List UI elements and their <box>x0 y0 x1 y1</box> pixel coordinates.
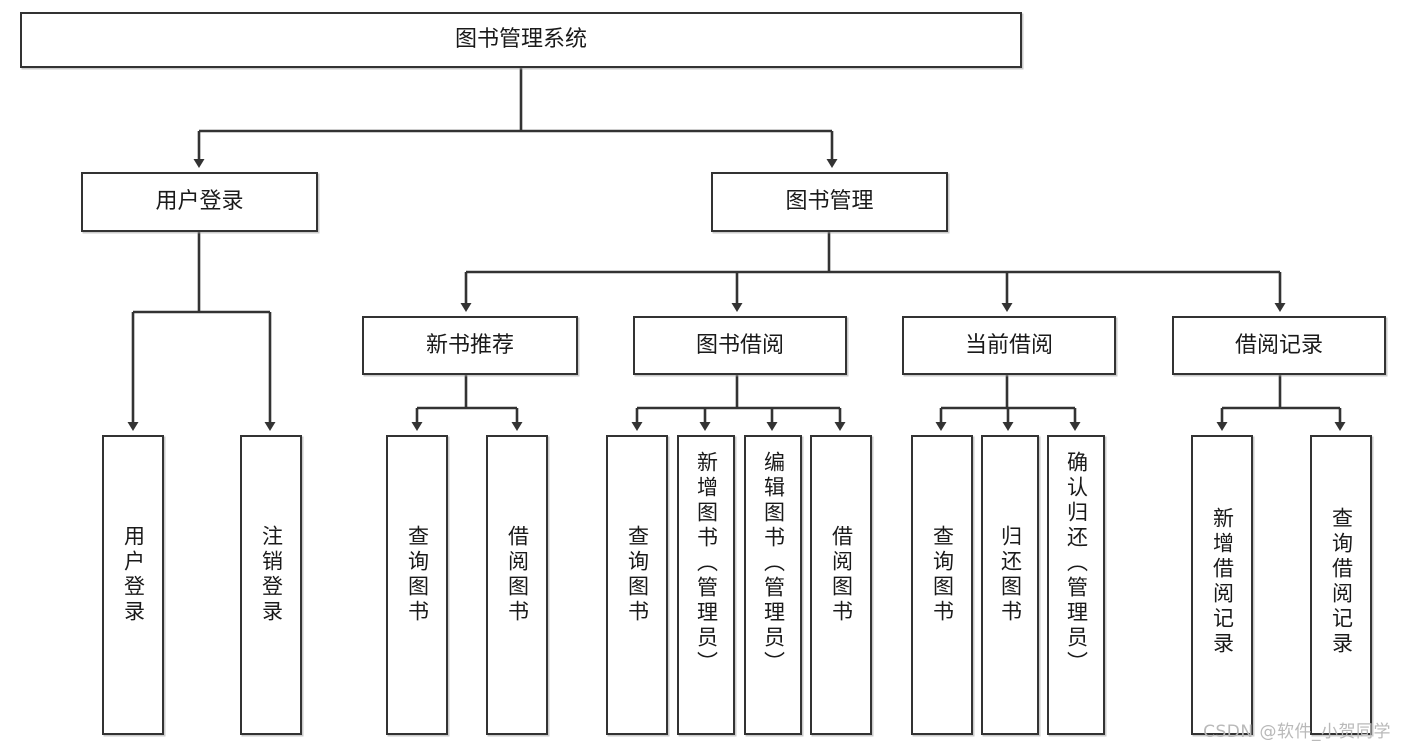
node-leaf-query-book-3-label: 查询图书 <box>930 525 955 625</box>
node-user-login[interactable]: 用户登录 <box>81 172 318 232</box>
node-leaf-logout-login[interactable]: 注销登录 <box>240 435 302 735</box>
node-leaf-query-record-label: 查询借阅记录 <box>1329 507 1354 657</box>
node-leaf-return-book-label: 归还图书 <box>998 525 1023 625</box>
node-root[interactable]: 图书管理系统 <box>20 12 1022 68</box>
node-current-borrow[interactable]: 当前借阅 <box>902 316 1116 375</box>
node-leaf-query-book-3[interactable]: 查询图书 <box>911 435 973 735</box>
node-leaf-borrow-book-1[interactable]: 借阅图书 <box>486 435 548 735</box>
node-book-borrow[interactable]: 图书借阅 <box>633 316 847 375</box>
node-root-label: 图书管理系统 <box>454 27 587 53</box>
node-leaf-add-record-label: 新增借阅记录 <box>1210 507 1235 657</box>
node-leaf-user-login-label: 用户登录 <box>121 525 146 625</box>
node-leaf-add-book[interactable]: 新增图书（管理员） <box>677 435 735 735</box>
node-leaf-borrow-book-2[interactable]: 借阅图书 <box>810 435 872 735</box>
node-leaf-return-book[interactable]: 归还图书 <box>981 435 1039 735</box>
node-user-login-label: 用户登录 <box>155 189 244 215</box>
node-leaf-query-book-2-label: 查询图书 <box>625 525 650 625</box>
node-borrow-record-label: 借阅记录 <box>1234 332 1323 358</box>
node-leaf-add-record[interactable]: 新增借阅记录 <box>1191 435 1253 735</box>
node-new-book-recommend[interactable]: 新书推荐 <box>362 316 578 375</box>
node-book-management-label: 图书管理 <box>785 189 874 215</box>
node-borrow-record[interactable]: 借阅记录 <box>1172 316 1386 375</box>
node-new-book-recommend-label: 新书推荐 <box>425 332 514 358</box>
node-book-management[interactable]: 图书管理 <box>711 172 948 232</box>
node-leaf-edit-book-label: 编辑图书（管理员） <box>761 451 786 676</box>
node-current-borrow-label: 当前借阅 <box>964 332 1053 358</box>
node-leaf-query-record[interactable]: 查询借阅记录 <box>1310 435 1372 735</box>
node-leaf-logout-login-label: 注销登录 <box>259 525 284 625</box>
node-leaf-borrow-book-1-label: 借阅图书 <box>505 525 530 625</box>
node-leaf-edit-book[interactable]: 编辑图书（管理员） <box>744 435 802 735</box>
node-leaf-borrow-book-2-label: 借阅图书 <box>829 525 854 625</box>
node-leaf-query-book-2[interactable]: 查询图书 <box>606 435 668 735</box>
node-leaf-user-login[interactable]: 用户登录 <box>102 435 164 735</box>
node-leaf-query-book-1-label: 查询图书 <box>405 525 430 625</box>
node-leaf-confirm-return[interactable]: 确认归还（管理员） <box>1047 435 1105 735</box>
node-leaf-add-book-label: 新增图书（管理员） <box>694 451 719 676</box>
node-leaf-confirm-return-label: 确认归还（管理员） <box>1064 451 1089 676</box>
node-leaf-query-book-1[interactable]: 查询图书 <box>386 435 448 735</box>
node-book-borrow-label: 图书借阅 <box>695 332 784 358</box>
watermark-text: CSDN @软件_小贺同学 <box>1203 722 1391 742</box>
